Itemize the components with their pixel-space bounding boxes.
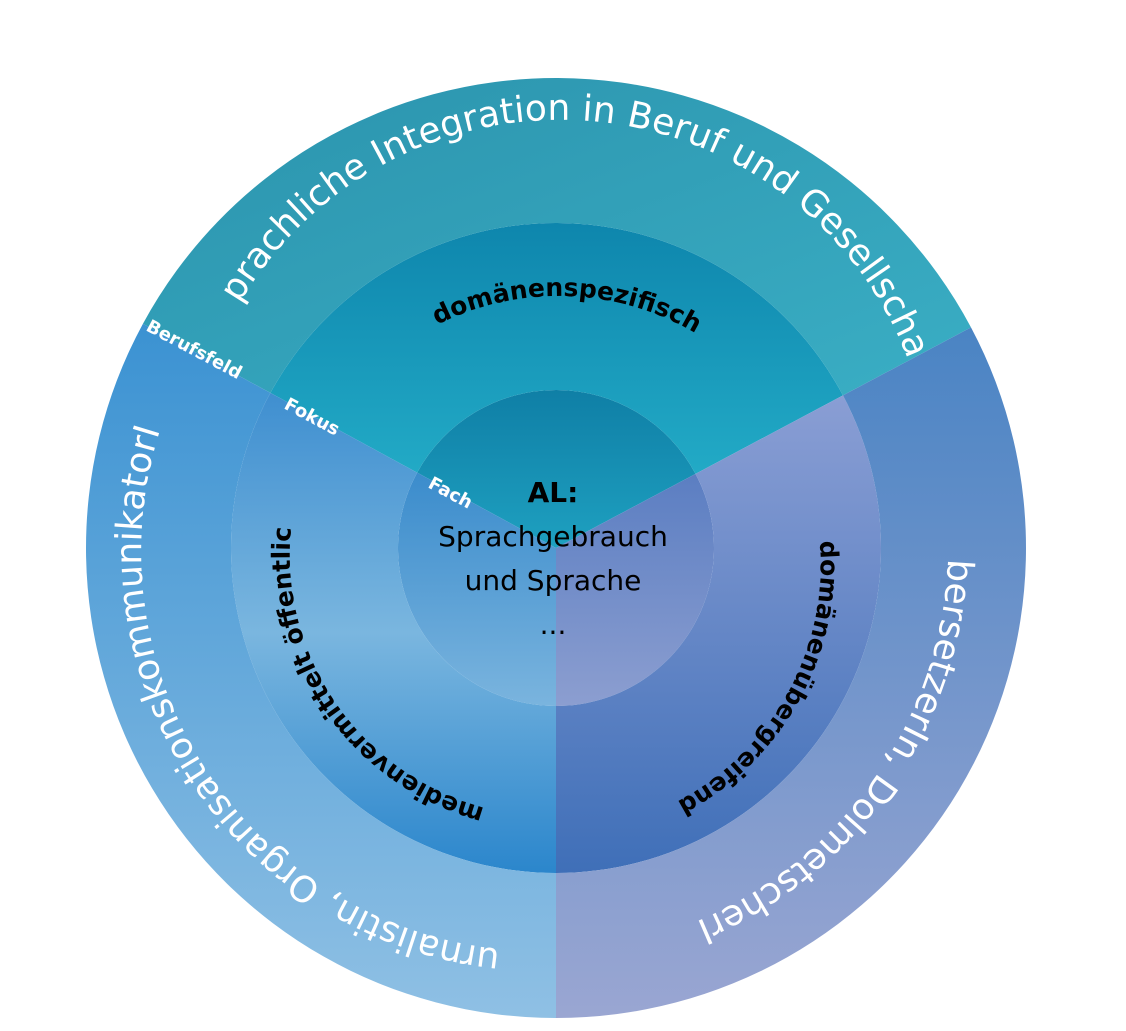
top-middle-ring-segment (270, 222, 843, 474)
center-line-3: ... (540, 608, 567, 641)
right-middle-ring-segment (556, 395, 881, 873)
center-title: AL: (528, 476, 579, 509)
left-inner-ring-segment (398, 472, 556, 706)
top-outer-ring-segment (142, 77, 971, 396)
right-inner-ring-segment (556, 473, 715, 706)
left-outer-ring-segment (85, 323, 556, 1019)
center-line-2: und Sprache (465, 564, 642, 597)
center-line-1: Sprachgebrauch (438, 520, 668, 553)
right-outer-ring-segment (556, 327, 1026, 1018)
top-inner-ring-segment (417, 389, 696, 548)
left-middle-ring-segment (230, 392, 557, 873)
